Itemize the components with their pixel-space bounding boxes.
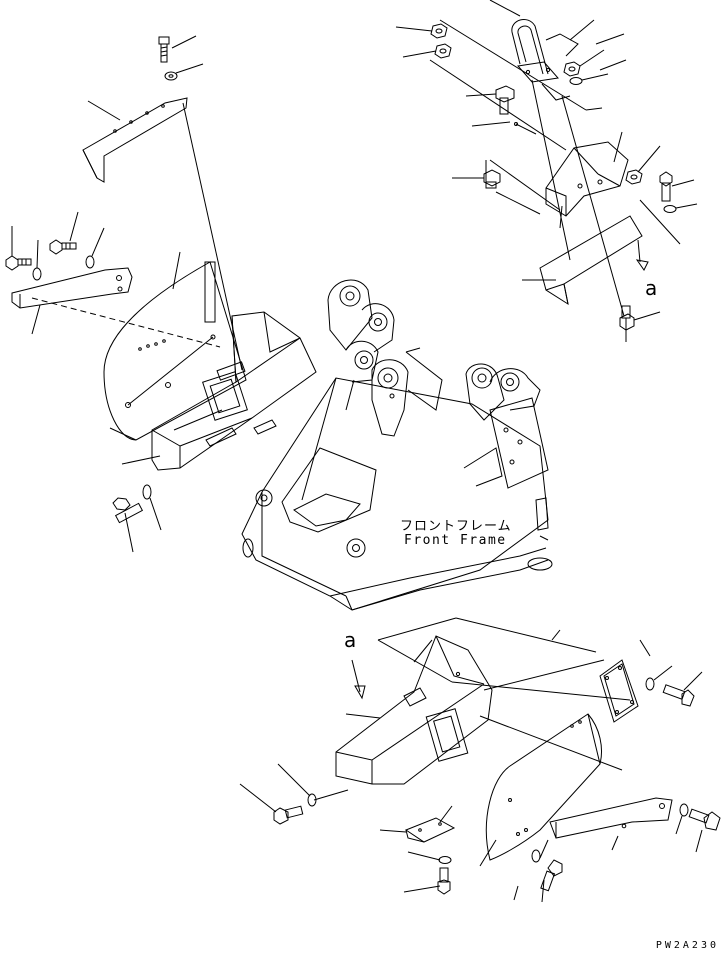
washer-lower-middle [532,840,548,862]
frame-left-boss [328,280,394,410]
washer-lower-right-1 [646,666,672,690]
bent-bracket-upper-right [546,132,628,228]
cover-box-lower [336,636,492,784]
nut-upper-right-4 [626,146,660,184]
washer-bottom-left [143,485,161,530]
bolt-lower-left-1 [404,868,450,894]
washer-left-1 [33,240,41,280]
bolt-upper-right-2 [452,160,500,188]
bolt-left-1 [6,226,31,270]
hinge-bar-left [12,268,220,347]
lower-assembly-lines [314,618,630,822]
bolt-lower-right-2 [689,809,720,852]
long-cover-plate [522,216,642,304]
nut-upper-right-1 [396,24,447,38]
washer-lower-left-2 [278,764,316,806]
upper-right-cover-group [396,0,697,330]
bolt-lower-left-2 [240,784,303,824]
cover-box-left [122,312,316,470]
small-cover-plate-lower [380,818,454,842]
u-bolt [490,0,548,74]
washer-upper-right [570,74,608,85]
frame-right-boss [464,364,548,488]
washer-lower-left [408,852,451,864]
hinge-bar-lower [550,798,672,850]
view-reference-lower: a [344,628,357,652]
view-a-arrow [352,660,365,698]
pin-upper-right [472,122,536,134]
drawing-code: PW2A230 [655,940,719,951]
side-panel-large-left [104,252,246,440]
small-cover-plate [83,98,187,182]
view-a-lower-leader [514,886,518,900]
nut-upper-right-3 [564,50,604,76]
bolt-top-left [159,36,196,62]
bolt-lower-middle [541,860,562,902]
bolt-bottom-left [113,498,142,552]
clip-upper-right [546,20,594,56]
washer-upper-right-2 [664,204,697,213]
clamp-plate [518,62,570,100]
bolt-lower-right-1 [663,672,702,706]
side-panel-large-lower [480,714,602,866]
washer-lower-right-2 [676,804,688,834]
bolt-left-2 [50,212,78,254]
washer-top-left [165,64,203,80]
frame-center-crank [372,348,442,436]
square-plate-lower [600,660,638,722]
lower-cover-group [240,618,720,902]
part-leader-lines [174,34,650,656]
upper-left-cover-group [6,36,316,552]
upper-right-assembly-lines [430,20,680,316]
nut-upper-right-2 [403,44,451,58]
bolt-upper-right-3 [660,172,694,201]
washer-left-2 [86,228,104,268]
front-frame [242,280,552,610]
front-frame-label-en: Front Frame [404,533,507,548]
view-reference-upper: a [645,276,658,300]
front-frame-label-jp: フロントフレーム [400,519,512,534]
